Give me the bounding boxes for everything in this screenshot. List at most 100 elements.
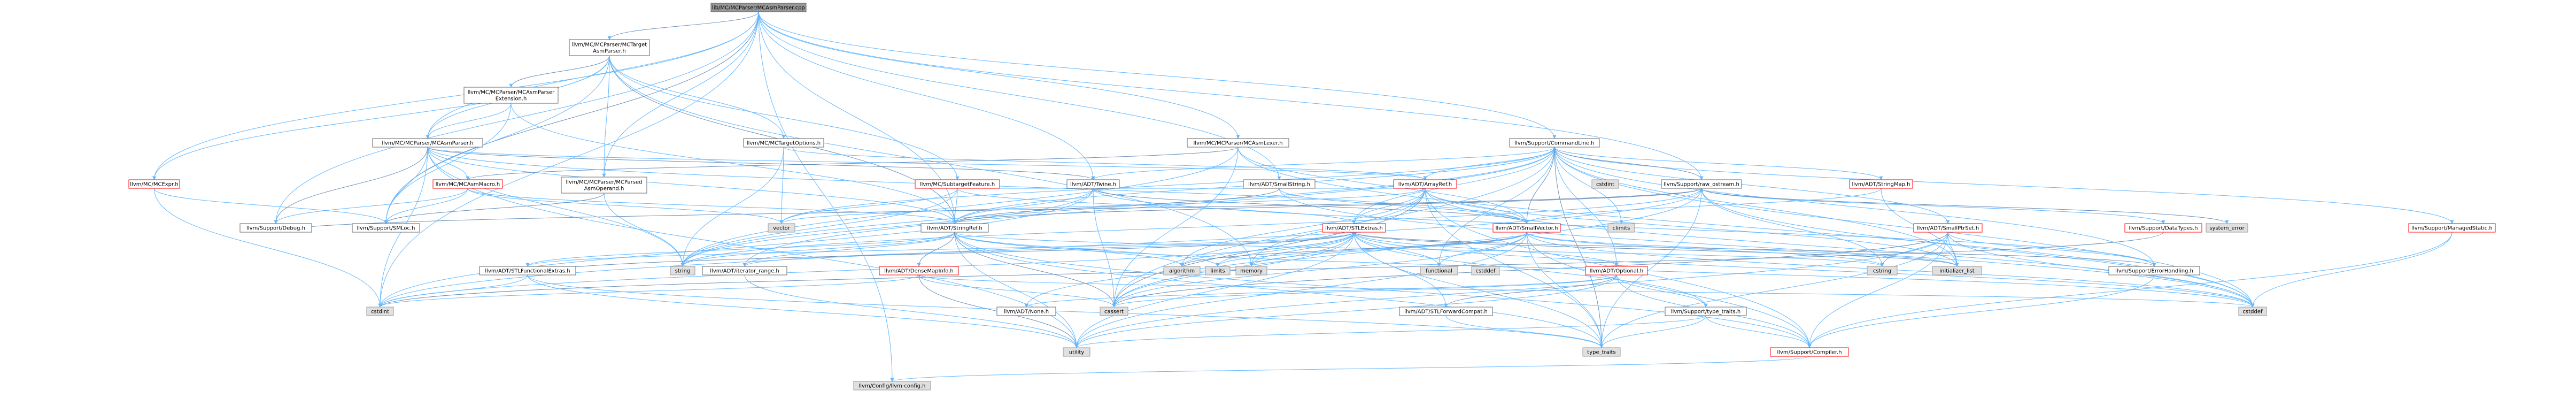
dependency-edge <box>1705 315 1812 348</box>
dependency-edge <box>1554 147 1604 348</box>
graph-node-mcasmlexer[interactable]: llvm/MC/MCParser/MCAsmLexer.h <box>1187 138 1289 148</box>
dependency-edge <box>1112 188 1702 308</box>
node-label: llvm/MC/MCParser/MCParsed <box>566 180 643 186</box>
dependency-edge <box>607 11 759 40</box>
node-label: llvm/ADT/SmallPtrSet.h <box>1917 226 1979 232</box>
dependency-edge <box>1701 188 2255 308</box>
node-label: llvm/MC/MCParser/MCAsmLexer.h <box>1193 141 1282 147</box>
graph-node-arrayref[interactable]: llvm/ADT/ArrayRef.h <box>1393 179 1457 189</box>
dependency-edge <box>1353 232 1708 308</box>
dependency-edge <box>427 147 685 267</box>
node-label: cassert <box>1104 309 1124 315</box>
node-label: llvm/ADT/StringRef.h <box>927 226 982 232</box>
graph-node-stlfunctional[interactable]: llvm/ADT/STLFunctionalExtras.h <box>479 266 576 275</box>
dependency-edge <box>779 147 1555 224</box>
dependency-edge <box>1554 147 2454 224</box>
graph-node-optional[interactable]: llvm/ADT/Optional.h <box>1585 266 1648 275</box>
graph-node-typetraits[interactable]: llvm/Support/type_traits.h <box>1665 307 1747 316</box>
node-label: llvm/MC/MCParser/MCAsmParser <box>468 90 555 96</box>
graph-node-supportdebug[interactable]: llvm/Support/Debug.h <box>239 223 312 233</box>
graph-node-stringref[interactable]: llvm/ADT/StringRef.h <box>920 223 989 233</box>
node-label: climits <box>1613 226 1630 232</box>
dependency-edge <box>1554 147 1959 267</box>
dependency-edge <box>1180 232 1527 267</box>
dependency-edge <box>1093 188 1529 224</box>
graph-node-stlextras[interactable]: llvm/ADT/STLExtras.h <box>1322 223 1386 233</box>
dependency-edge <box>1554 147 1704 180</box>
node-box <box>1243 179 1316 189</box>
graph-node-commandline[interactable]: llvm/Support/CommandLine.h <box>1509 138 1600 148</box>
node-label: llvm/MC/MCParser/MCAsmParser.h <box>382 141 473 147</box>
node-label: cstddef <box>1476 269 1496 274</box>
graph-node-mcasmparser[interactable]: llvm/MC/MCParser/MCAsmParser.h <box>372 138 483 148</box>
dependency-edge <box>758 11 894 382</box>
dependency-edge <box>154 188 388 224</box>
graph-node-datatypes[interactable]: llvm/Support/DataTypes.h <box>2124 223 2202 233</box>
dependency-edge <box>152 11 759 180</box>
graph-node-string: string <box>670 266 695 275</box>
graph-node-iteratorrange[interactable]: llvm/ADT/iterator_range.h <box>702 266 787 275</box>
node-box <box>561 177 647 194</box>
node-label: cstring <box>1873 269 1891 274</box>
node-box <box>1471 266 1500 275</box>
node-box <box>915 179 1000 189</box>
dependency-edge <box>1112 274 1617 308</box>
dependency-edge <box>384 103 512 224</box>
dependency-edge <box>1880 232 1948 267</box>
node-label: llvm/ADT/Optional.h <box>1590 269 1643 274</box>
dependency-edge <box>1437 232 1527 267</box>
graph-node-smallptrset[interactable]: llvm/ADT/SmallPtrSet.h <box>1913 223 1983 233</box>
dependency-edge <box>509 55 610 88</box>
node-box <box>1100 307 1128 316</box>
node-box <box>879 266 959 275</box>
node-label: llvm/Support/CommandLine.h <box>1514 141 1594 147</box>
graph-node-smloc[interactable]: llvm/Support/SMLoc.h <box>352 223 420 233</box>
dependency-edge <box>1947 232 2156 267</box>
graph-node-adtnone[interactable]: llvm/ADT/None.h <box>996 307 1056 316</box>
dependency-edge <box>758 11 1095 180</box>
node-label: string <box>675 269 691 274</box>
graph-node-mctargetoptions[interactable]: llvm/MC/MCTargetOptions.h <box>743 138 824 148</box>
graph-node-smallstring[interactable]: llvm/ADT/SmallString.h <box>1243 179 1316 189</box>
graph-node-subtarget[interactable]: llvm/MC/SubtargetFeature.h <box>915 179 1000 189</box>
dependency-edge <box>1353 232 2156 267</box>
dependency-edge <box>1074 315 1706 348</box>
graph-node-mcexpr[interactable]: llvm/MC/MCExpr.h <box>128 179 180 189</box>
dependency-edge <box>779 147 784 224</box>
dependency-edge <box>604 193 685 267</box>
dependency-edge <box>527 232 1356 275</box>
node-label: functional <box>1426 269 1452 274</box>
graph-node-smallvector[interactable]: llvm/ADT/SmallVector.h <box>1492 223 1561 233</box>
graph-node-initlist: initializer_list <box>1932 266 1982 275</box>
graph-node-rawostream[interactable]: llvm/Support/raw_ostream.h <box>1661 179 1742 189</box>
graph-node-densemapinfo[interactable]: llvm/ADT/DenseMapInfo.h <box>879 266 959 275</box>
node-box <box>479 266 576 275</box>
dependency-edge <box>1353 232 1441 267</box>
graph-node-climits: climits <box>1607 223 1635 233</box>
graph-node-llvmconfig: llvm/Config/llvm-config.h <box>853 381 931 391</box>
node-label: cstdint <box>371 309 389 315</box>
dependency-edge <box>602 55 610 178</box>
node-box <box>853 381 931 391</box>
graph-node-managedstatic[interactable]: llvm/Support/ManagedStatic.h <box>2408 223 2496 233</box>
dependency-edge <box>758 11 1557 139</box>
node-label: llvm/MC/SubtargetFeature.h <box>920 182 995 188</box>
dependency-edge <box>1526 232 1812 348</box>
dependency-edge <box>384 188 468 224</box>
graph-node-twine[interactable]: llvm/ADT/Twine.h <box>1066 179 1120 189</box>
graph-node-errorhandling[interactable]: llvm/Support/ErrorHandling.h <box>2108 266 2200 275</box>
graph-node-mcasmmacro[interactable]: llvm/MC/MCAsmMacro.h <box>432 179 503 189</box>
graph-node-stringmap[interactable]: llvm/ADT/StringMap.h <box>1849 179 1913 189</box>
graph-node-root: lib/MC/MCParser/MCAsmParser.cpp <box>710 3 807 12</box>
graph-node-compiler[interactable]: llvm/Support/Compiler.h <box>1770 347 1849 357</box>
node-box <box>2238 307 2267 316</box>
dependency-edge <box>384 55 610 224</box>
dependency-edge <box>742 232 1355 267</box>
dependency-edge <box>384 147 428 224</box>
dependency-edge <box>680 188 958 267</box>
node-label: llvm/ADT/STLForwardCompat.h <box>1404 309 1488 315</box>
graph-node-stlforward[interactable]: llvm/ADT/STLForwardCompat.h <box>1399 307 1493 316</box>
